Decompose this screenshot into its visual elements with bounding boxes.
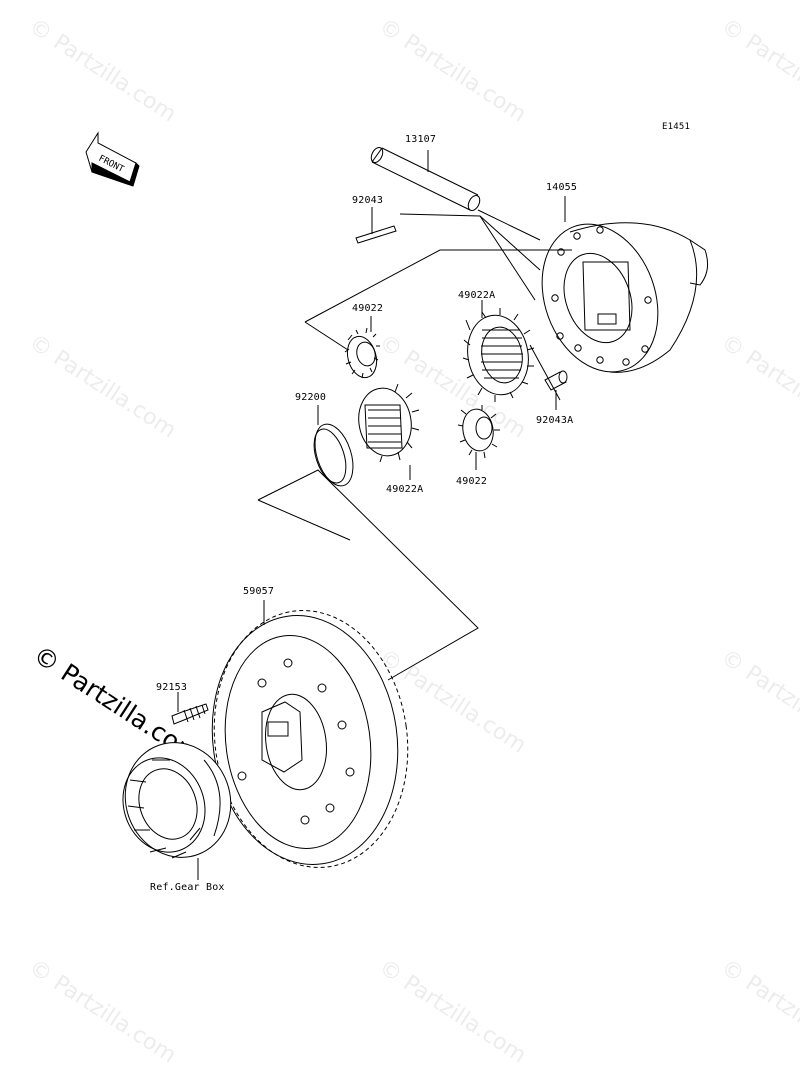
reference-note: Ref.Gear Box xyxy=(150,882,225,893)
part-label-pinion-gear-lower: 49022 xyxy=(456,476,488,487)
differential-case-part xyxy=(541,222,709,373)
pinion-gear-part xyxy=(457,405,500,459)
diagram-drawing: FRONT xyxy=(85,131,709,880)
part-label-bolt: 92153 xyxy=(156,682,188,693)
ring-gear-part xyxy=(211,610,409,868)
pin-part xyxy=(355,225,397,244)
pinion-gear-part xyxy=(344,327,380,379)
part-label-dowel: 92043A xyxy=(536,415,574,426)
diagram-code: E1451 xyxy=(662,122,691,132)
bolt-part xyxy=(171,703,209,725)
part-label-shaft: 13107 xyxy=(405,134,437,145)
part-label-pinion-gear: 49022 xyxy=(352,303,384,314)
part-label-ring-gear: 59057 xyxy=(243,586,275,597)
part-label-washer: 92200 xyxy=(295,392,327,403)
front-arrow-icon: FRONT xyxy=(85,131,140,187)
parts-diagram: © Partzilla.com © Partzilla.com © Partzi… xyxy=(24,14,800,1068)
shaft-part xyxy=(370,147,481,211)
part-label-side-gear: 49022A xyxy=(458,290,496,301)
side-gear-part xyxy=(462,308,535,402)
side-gear-part xyxy=(358,383,420,463)
dowel-part xyxy=(544,370,568,391)
washer-part xyxy=(313,423,354,487)
bearing-part xyxy=(122,742,232,859)
part-label-case: 14055 xyxy=(546,182,578,193)
part-label-side-gear-lower: 49022A xyxy=(386,484,424,495)
part-label-pin: 92043 xyxy=(352,195,384,206)
